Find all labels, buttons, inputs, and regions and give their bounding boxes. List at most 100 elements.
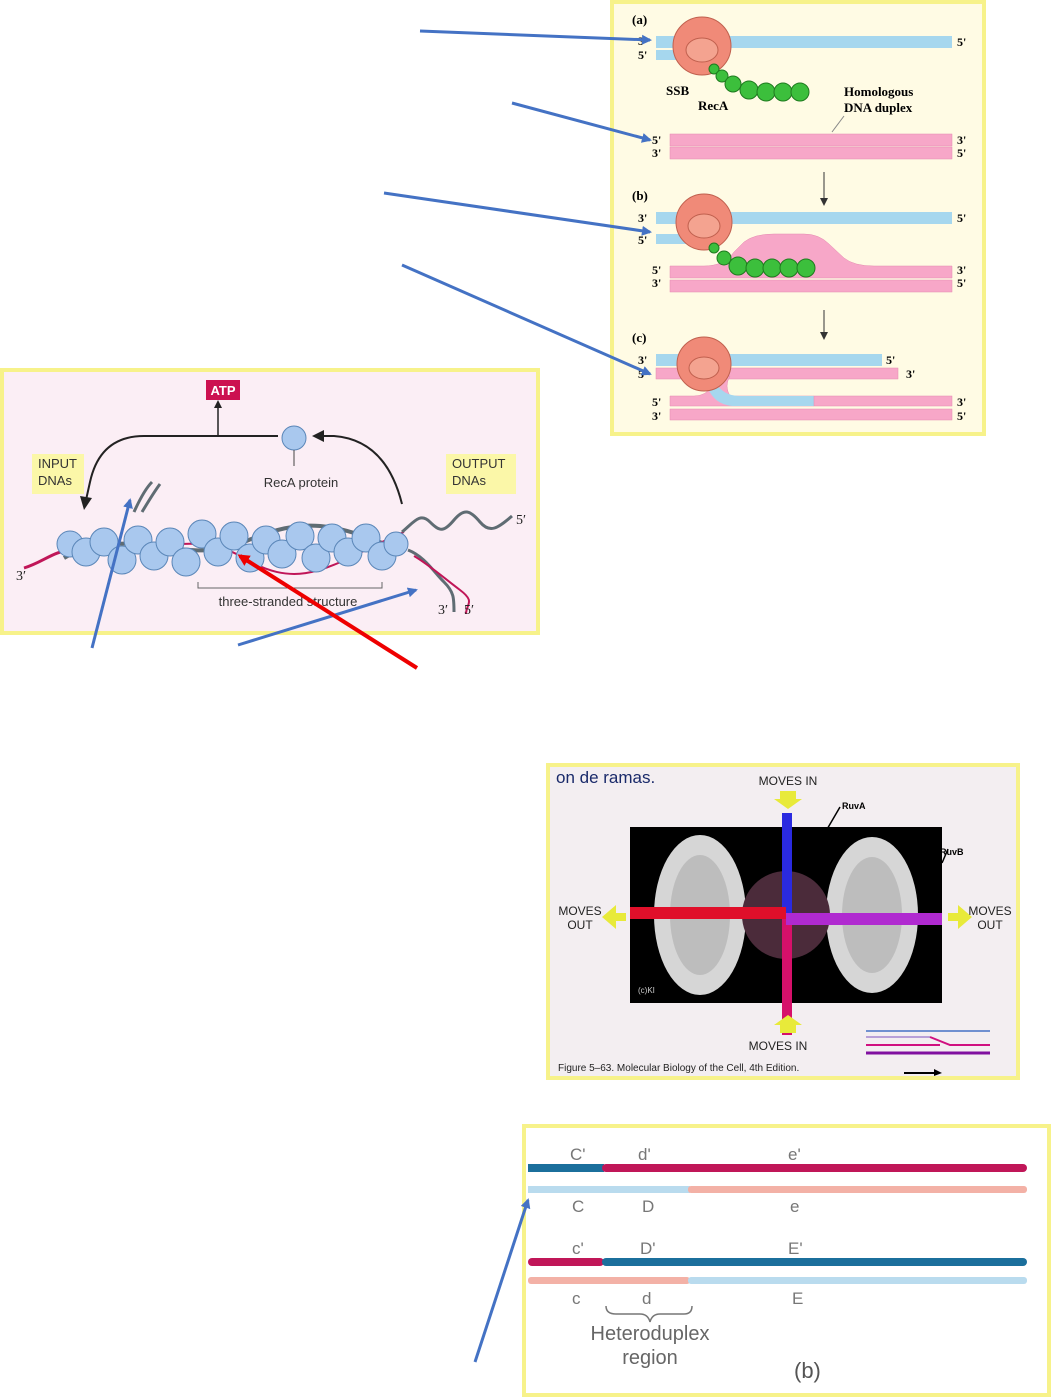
strand-segment-crimson <box>528 1258 604 1266</box>
reca-monomer <box>281 425 307 451</box>
heteroduplex-figure: C' d' e' C D e c' D' E' c d E Heterodupl… <box>528 1145 1027 1383</box>
dna-arm-magenta <box>782 915 792 1035</box>
moves-out-right-label-line2: OUT <box>977 918 1003 932</box>
allele-label: c <box>572 1289 581 1308</box>
ruvb-label: RuvB <box>940 847 964 857</box>
moves-out-right-label: MOVES <box>968 904 1011 918</box>
step-a-label: (a) <box>632 12 647 27</box>
homologous-label: Homologous <box>844 84 913 99</box>
leader-line <box>831 115 845 133</box>
end-label: 5' <box>638 233 647 247</box>
reca-label: RecA <box>698 98 729 113</box>
allele-label: D <box>642 1197 654 1216</box>
end-label: 5' <box>957 211 966 225</box>
ssb-label: SSB <box>666 83 689 98</box>
end-label: 3' <box>906 367 915 381</box>
figure-caption: Figure 5–63. Molecular Biology of the Ce… <box>558 1063 799 1074</box>
reca-cycle-panel: ATP RecA protein INPUT DNAs OUTPUT DNAs … <box>0 368 540 635</box>
output-box <box>446 454 516 494</box>
strand-segment-peach <box>528 1277 690 1284</box>
heteroduplex-label-line2: region <box>622 1347 678 1369</box>
duplex-strand <box>669 146 953 160</box>
reca-filament <box>708 242 816 278</box>
allele-label: D' <box>640 1239 656 1258</box>
direction-arrow-head <box>934 1069 942 1076</box>
output-heteroduplex <box>413 555 470 615</box>
step-arrow-head <box>820 198 828 206</box>
ssb-protein <box>675 193 733 251</box>
recombination-steps-figure: (a) 3' 5' 5' SSB RecA Homologous DNA dup… <box>632 12 966 423</box>
end-label: 5' <box>652 133 661 147</box>
cycle-arrow-left <box>85 435 278 501</box>
strand-segment-lightblue <box>528 1186 690 1193</box>
end-label: 5' <box>957 276 966 290</box>
moves-out-left-label: MOVES <box>558 904 601 918</box>
atp-box <box>206 380 240 400</box>
end-label: 5' <box>957 35 966 49</box>
leader-line <box>825 806 841 832</box>
strand-segment-crimson <box>602 1164 1027 1172</box>
end-label: 3' <box>652 146 661 160</box>
recombination-steps-panel: (a) 3' 5' 5' SSB RecA Homologous DNA dup… <box>610 0 986 436</box>
input-duplex <box>132 480 162 513</box>
dna-arm-red <box>630 907 786 919</box>
cycle-arrow-right <box>322 435 403 505</box>
cycle-arrow-head <box>312 430 324 442</box>
moves-in-label: MOVES IN <box>759 774 818 788</box>
step-b-label: (b) <box>632 188 648 203</box>
junction-schematic <box>866 1030 990 1055</box>
arrow-in-top-icon <box>774 791 802 809</box>
end-label: 3′ <box>16 569 26 584</box>
ssdna-strand <box>656 234 706 244</box>
panel-label-b: (b) <box>794 1358 821 1383</box>
duplex-strand <box>669 408 953 421</box>
bracket <box>197 582 383 589</box>
atp-arrow-head <box>214 400 222 408</box>
leader-line <box>941 848 949 864</box>
allele-label: d <box>642 1289 651 1308</box>
dna-arm-purple <box>786 913 942 925</box>
end-label: 5′ <box>516 513 526 528</box>
duplex-strand <box>669 279 953 293</box>
reca-protein-label: RecA protein <box>264 475 338 490</box>
input-box <box>32 454 84 494</box>
homologous-label-line2: DNA duplex <box>844 100 913 115</box>
allele-label: C <box>572 1197 584 1216</box>
step-arrow-head <box>820 332 828 340</box>
strand-segment-blue <box>528 1164 604 1172</box>
end-label: 3' <box>638 34 647 48</box>
end-label: 5' <box>957 146 966 160</box>
arrow-out-right-icon <box>948 905 972 929</box>
duplex-strand <box>813 395 953 407</box>
moves-in-bottom-label: MOVES IN <box>749 1039 808 1053</box>
arrow-out-left-icon <box>602 905 626 929</box>
strand-segment-peach <box>688 1186 1027 1193</box>
allele-label: e <box>790 1197 799 1216</box>
end-label: 5' <box>638 48 647 62</box>
end-label: 5' <box>652 263 661 277</box>
end-label: 3' <box>957 395 966 409</box>
reca-filament <box>708 63 810 102</box>
end-label: 3' <box>957 133 966 147</box>
heteroduplex-label: Heteroduplex <box>591 1323 710 1345</box>
strand-segment-lightblue <box>688 1277 1027 1284</box>
allele-label: d' <box>638 1145 651 1164</box>
end-label: 3' <box>652 276 661 290</box>
dna-arm-blue <box>782 813 792 917</box>
output-heteroduplex <box>407 548 456 613</box>
allele-label: e' <box>788 1145 801 1164</box>
end-label: 5' <box>886 353 895 367</box>
end-label: 3′ <box>438 603 448 618</box>
end-label: 3' <box>957 263 966 277</box>
end-label: 5' <box>652 395 661 409</box>
reca-filament-spheres <box>56 519 409 577</box>
input-label-line2: DNAs <box>38 473 72 488</box>
end-label: 5′ <box>464 603 474 618</box>
ruv-figure: on de ramas. MOVES IN RuvA RuvB (c)KI MO… <box>556 768 1012 1076</box>
output-label-line2: DNAs <box>452 473 486 488</box>
atp-label: ATP <box>210 383 235 398</box>
allele-label: C' <box>570 1145 586 1164</box>
strand-segment-blue <box>602 1258 1027 1266</box>
arrow-in-bottom-icon <box>774 1015 802 1033</box>
input-label: INPUT <box>38 456 77 471</box>
